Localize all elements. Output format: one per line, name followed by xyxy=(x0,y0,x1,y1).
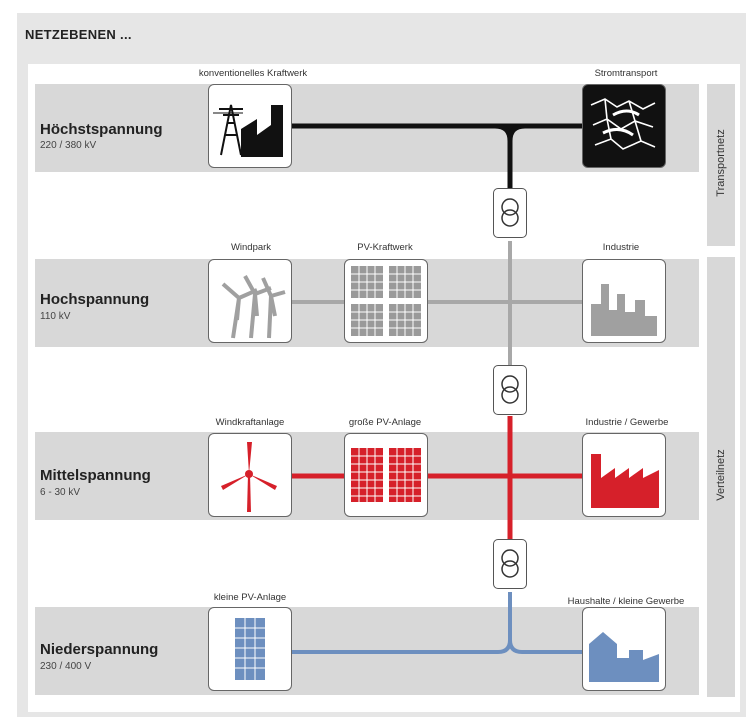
caption-industrie-gewerbe: Industrie / Gewerbe xyxy=(585,417,669,428)
power-plant-icon xyxy=(208,84,292,168)
level-voltage-nieder: 230 / 400 V xyxy=(40,661,92,672)
industry-icon xyxy=(582,259,666,343)
caption-kleine-pv: kleine PV-Anlage xyxy=(213,592,287,603)
solar-plant-icon xyxy=(344,259,428,343)
transformer-icon xyxy=(493,188,527,238)
map-icon xyxy=(582,84,666,168)
caption-pv-kraftwerk: PV-Kraftwerk xyxy=(357,242,413,253)
level-title-mittel: Mittelspannung xyxy=(40,467,151,484)
diagram-panel xyxy=(28,64,740,712)
level-title-hoch: Hochspannung xyxy=(40,291,150,308)
level-title-hoechst: Höchstspannung xyxy=(40,121,163,138)
transportnetz-bar: Transportnetz xyxy=(707,84,735,246)
level-voltage-hoch: 110 kV xyxy=(40,311,71,322)
transformer-icon xyxy=(493,365,527,415)
caption-haushalte: Haushalte / kleine Gewerbe xyxy=(567,596,685,607)
houses-icon xyxy=(582,607,666,691)
windpark-icon xyxy=(208,259,292,343)
transformer-icon xyxy=(493,539,527,589)
caption-industrie: Industrie xyxy=(602,242,640,253)
caption-windpark: Windpark xyxy=(230,242,272,253)
caption-grosse-pv: große PV-Anlage xyxy=(348,417,422,428)
wind-turbine-icon xyxy=(208,433,292,517)
factory-icon xyxy=(582,433,666,517)
caption-kraftwerk: konventionelles Kraftwerk xyxy=(198,68,308,79)
level-voltage-mittel: 6 - 30 kV xyxy=(40,487,81,498)
large-solar-icon xyxy=(344,433,428,517)
wire-nieder-right xyxy=(508,639,584,654)
wire-nieder-left xyxy=(290,592,512,654)
caption-windkraftanlage: Windkraftanlage xyxy=(215,417,285,428)
caption-stromtransport: Stromtransport xyxy=(594,68,658,79)
small-solar-icon xyxy=(208,607,292,691)
diagram-title: NETZEBENEN ... xyxy=(25,27,132,42)
level-voltage-hoechst: 220 / 380 kV xyxy=(40,140,97,151)
verteilnetz-bar: Verteilnetz xyxy=(707,257,735,697)
level-title-nieder: Niederspannung xyxy=(40,641,159,658)
